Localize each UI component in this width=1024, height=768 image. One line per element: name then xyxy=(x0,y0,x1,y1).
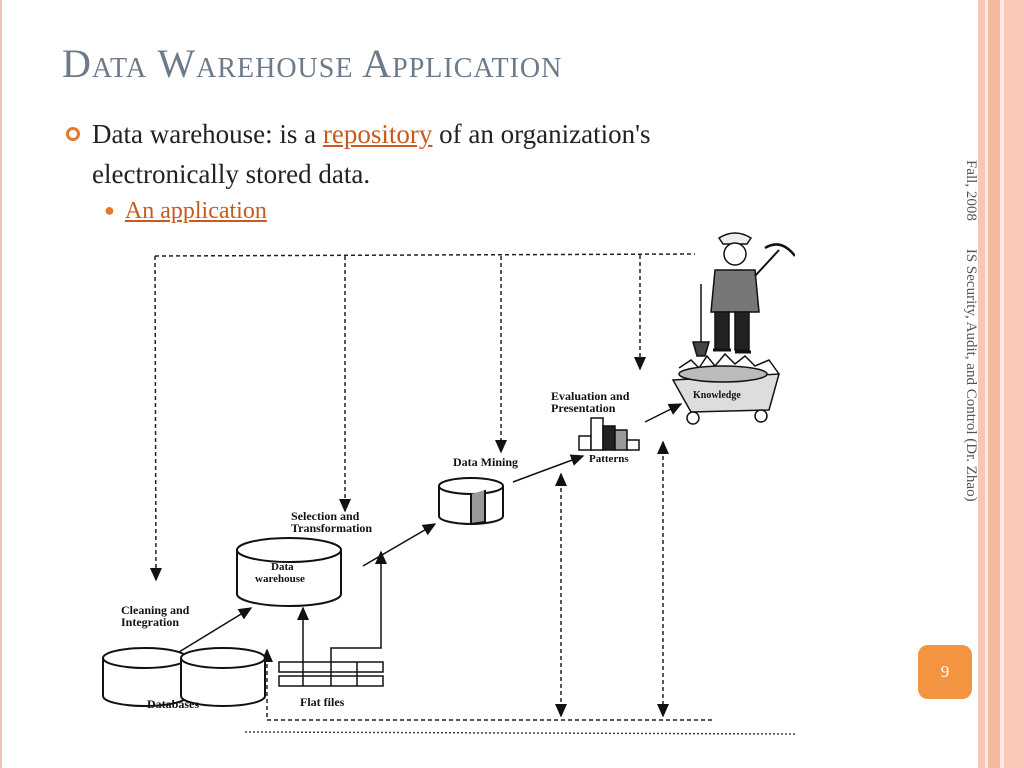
bottom-rule xyxy=(244,731,795,735)
data-mining-icon xyxy=(438,477,504,526)
decor-stripe xyxy=(978,0,985,768)
page-number-badge: 9 xyxy=(918,645,972,699)
feedback-dashed-lines xyxy=(149,253,715,721)
slide-footer-vertical: Fall, 2008 IS Security, Audit, and Contro… xyxy=(962,160,979,502)
decor-stripe xyxy=(988,0,1000,768)
knowledge-cart-icon xyxy=(671,352,781,425)
selection-arrow xyxy=(362,523,437,567)
flatfile-bypass-arrow xyxy=(330,550,387,662)
integration-arrow xyxy=(178,607,253,653)
footer-date: Fall, 2008 xyxy=(963,160,979,221)
data-warehouse-icon xyxy=(236,537,342,607)
bullet-definition: Data warehouse: is a repository of an or… xyxy=(62,114,782,194)
decor-stripe xyxy=(1004,0,1024,768)
flat-files-label: Flat files xyxy=(300,695,345,709)
footer-course: IS Security, Audit, and Control (Dr. Zha… xyxy=(963,248,979,502)
warehouse-label-line1: Data xyxy=(271,561,294,573)
kdd-process-diagram: Databases Flat files Cleaning and Integr… xyxy=(102,232,795,735)
flat-files-icon xyxy=(278,661,384,687)
ring-bullet-icon xyxy=(66,127,80,141)
bullet-text: Data warehouse: is a repository of an or… xyxy=(92,119,651,189)
application-link[interactable]: An application xyxy=(124,198,267,224)
slide-title: Data Warehouse Application xyxy=(62,41,563,86)
repository-link[interactable]: repository xyxy=(322,119,433,149)
cleaning-label-line2: Integration xyxy=(121,615,179,629)
mining-arrow xyxy=(512,454,585,483)
knowledge-label: Knowledge xyxy=(693,390,741,401)
decor-stripe xyxy=(1000,0,1004,768)
selection-label-line1: Selection and xyxy=(291,509,360,523)
databases-icon xyxy=(102,647,266,707)
dot-bullet-icon: ● xyxy=(104,200,115,220)
warehouse-label-line2: warehouse xyxy=(255,573,305,585)
evaluation-label-line1: Evaluation and xyxy=(551,389,630,403)
decor-stripe xyxy=(985,0,988,768)
patterns-chart-icon xyxy=(578,417,640,451)
bullet-application: ● An application xyxy=(104,198,267,225)
evaluation-arrow xyxy=(644,403,683,423)
miner-figure-icon xyxy=(692,232,795,357)
left-border xyxy=(0,0,2,768)
databases-label: Databases xyxy=(147,697,199,711)
data-mining-label: Data Mining xyxy=(453,455,518,469)
cleaning-label-line1: Cleaning and xyxy=(121,603,190,617)
patterns-label: Patterns xyxy=(589,453,629,465)
evaluation-label-line2: Presentation xyxy=(551,401,616,415)
selection-label-line2: Transformation xyxy=(291,521,372,535)
